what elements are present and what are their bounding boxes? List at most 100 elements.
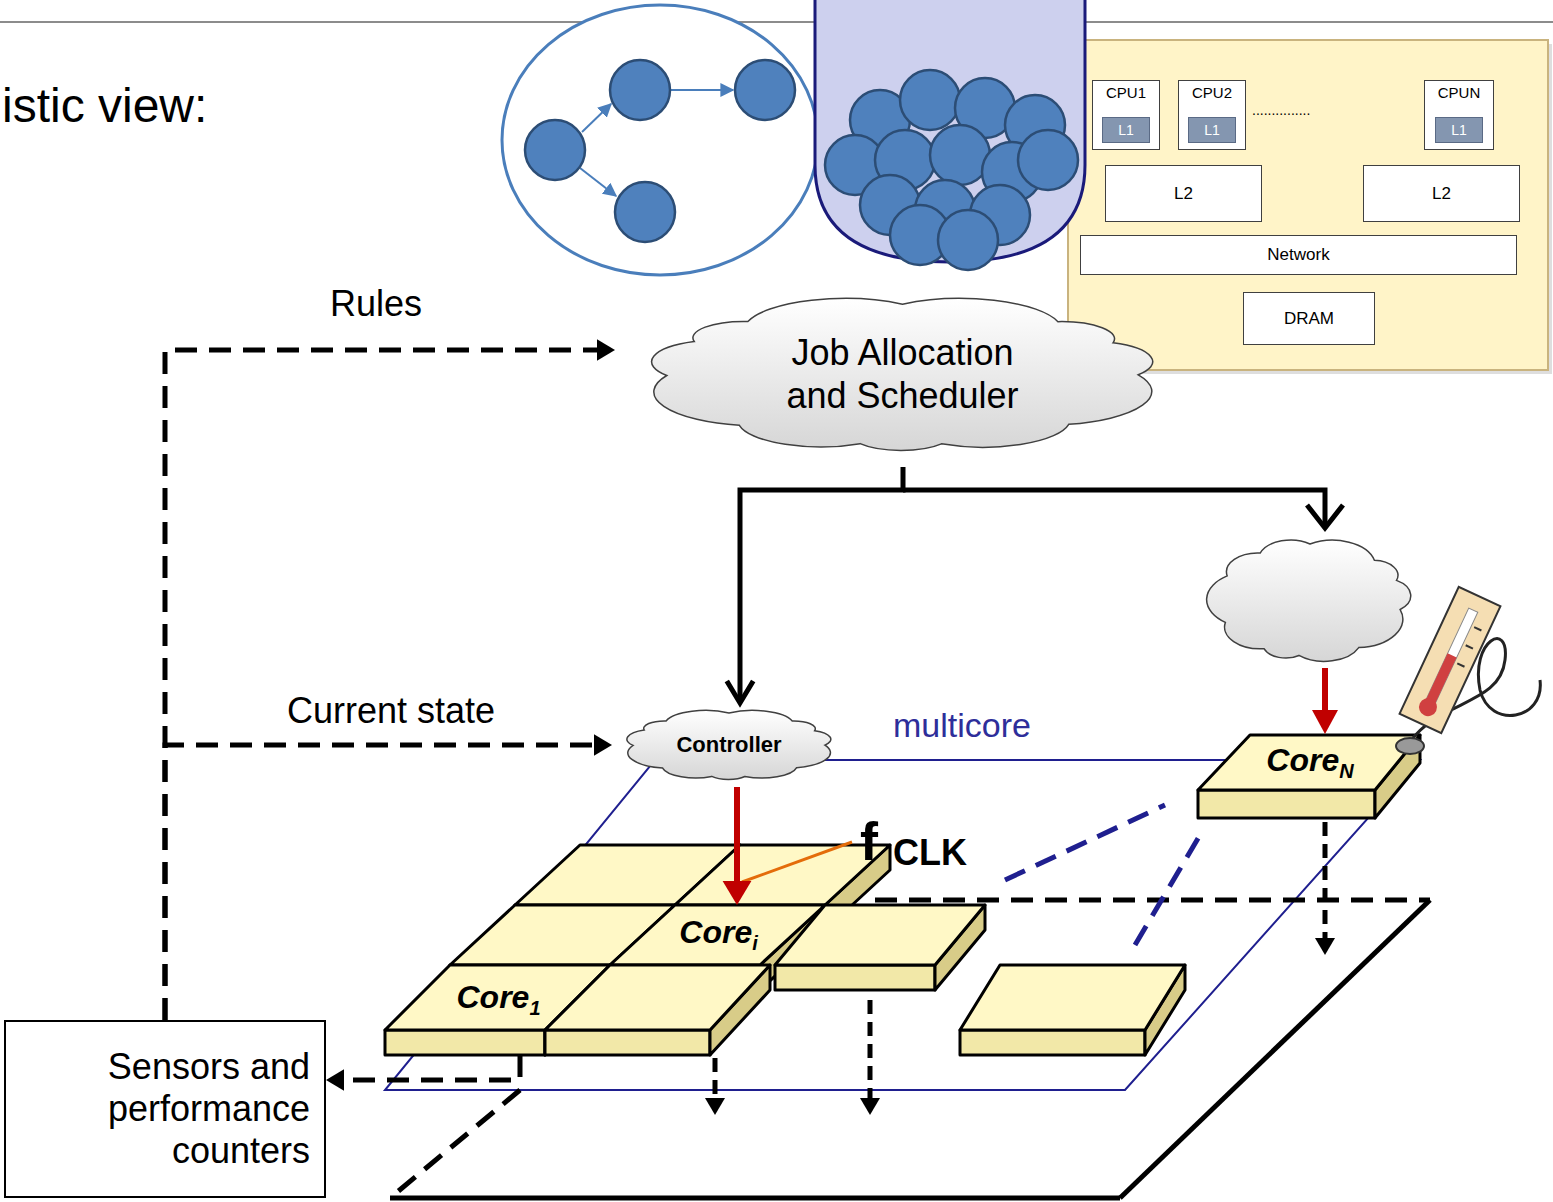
core-tile: Corei	[612, 905, 825, 965]
text-block: L2	[1174, 184, 1193, 204]
hardware-box: L1 CPU1	[1092, 80, 1160, 150]
plane-outlines-part	[1135, 835, 1200, 945]
node-text: L1	[1118, 122, 1134, 138]
text-block: Controller	[676, 732, 781, 758]
node-text: CPU1	[1106, 84, 1146, 102]
core-face	[775, 965, 935, 990]
connector-line	[344, 1055, 520, 1080]
hardware-box: L2	[1363, 165, 1520, 222]
arrow-head	[594, 734, 612, 756]
node-text: Controller	[676, 732, 781, 758]
node-text: L2	[1174, 184, 1193, 204]
task-graph-part	[671, 89, 733, 91]
connector-line	[165, 745, 594, 1020]
node-text: L1	[1451, 122, 1467, 138]
region-label: multicore	[893, 706, 1031, 745]
clock-leader	[742, 842, 852, 882]
connector-line	[165, 350, 597, 1020]
node-text: L2	[1432, 184, 1451, 204]
core-slab	[775, 905, 985, 990]
inset-panel	[1068, 40, 1552, 374]
scheduler-branch-part	[1307, 505, 1343, 528]
job-queue	[815, 0, 1085, 270]
edge-label: Rules	[330, 283, 422, 324]
signal-name: f	[860, 810, 878, 872]
task-graph-part	[735, 60, 795, 120]
scheduler-branch	[903, 490, 1343, 528]
thermometer-stethoscope-part-part	[1426, 653, 1457, 704]
text-block: Network	[1267, 245, 1329, 265]
thermometer-stethoscope-part-part	[1474, 627, 1481, 630]
text-block: L2	[1432, 184, 1451, 204]
inset-panel-part	[1068, 40, 1548, 370]
core-slabs	[385, 735, 1420, 1055]
text-block: Sensors and performance counters	[6, 1046, 324, 1172]
task-graph-part	[582, 104, 611, 132]
node-text: Core	[679, 914, 752, 950]
hardware-box: L2	[1105, 165, 1262, 222]
core-face	[545, 1030, 710, 1055]
down-arrows-part	[705, 1098, 725, 1115]
connector	[723, 787, 752, 905]
core-face	[775, 905, 985, 965]
node-text: CPU2	[1192, 84, 1232, 102]
cache-box: L1	[1188, 117, 1236, 143]
plane-outlines-part	[875, 898, 1430, 903]
core-face	[675, 845, 890, 905]
text-block: CPU1	[1106, 84, 1146, 102]
core-index: i	[752, 932, 758, 954]
thermometer-stethoscope-part	[1396, 738, 1424, 754]
core-face	[545, 965, 770, 1030]
core-control-arrow	[1312, 668, 1338, 734]
core-face	[1198, 790, 1375, 818]
thermometer-stethoscope-part-part	[1416, 695, 1440, 719]
hardware-box: L1 CPU2	[1178, 80, 1246, 150]
plane-outlines-part	[390, 1090, 520, 1198]
job-circle	[938, 210, 998, 270]
core-tile: Core1	[387, 965, 610, 1055]
text-block: DRAM	[1284, 309, 1334, 329]
down-arrows-part	[860, 1098, 880, 1115]
task-graph-part	[502, 5, 818, 275]
cloud-outline	[652, 298, 1153, 450]
core-face	[960, 965, 1185, 1030]
connector	[165, 339, 615, 1020]
node-text: DRAM	[1284, 309, 1334, 329]
thermometer-stethoscope-part-part	[1400, 587, 1501, 733]
node-text: L1	[1204, 122, 1220, 138]
core-face	[1198, 735, 1420, 790]
thermometer-stethoscope-part	[1400, 587, 1501, 733]
title-rule	[0, 21, 1553, 23]
text-block: Corei	[679, 914, 757, 955]
task-graph-part	[580, 168, 616, 196]
hardware-box: L1 CPUN	[1424, 80, 1494, 150]
text-block: L1	[1204, 122, 1220, 138]
core-control-arrow-part	[1322, 668, 1328, 712]
node-text: Core	[456, 979, 529, 1015]
connector	[165, 734, 612, 1020]
signal-subscript: CLK	[893, 832, 967, 873]
cache-box: L1	[1435, 117, 1483, 143]
text-block: Job Allocation and Scheduler	[768, 332, 1038, 416]
text-block: L1	[1451, 122, 1467, 138]
thermometer-stethoscope-part-part	[1457, 663, 1464, 666]
plane-outlines-part	[1005, 805, 1165, 880]
arrow-head	[727, 681, 753, 703]
job-circle	[1018, 130, 1078, 190]
hardware-box: DRAM	[1243, 292, 1375, 345]
edge-label: Current state	[287, 690, 495, 731]
text-block: CoreN	[1266, 742, 1353, 783]
sensor-box: Sensors and performance counters	[4, 1020, 326, 1198]
connector-line	[740, 467, 903, 703]
connector	[326, 1055, 520, 1091]
arrow-head	[723, 881, 752, 905]
cloud-node: Controller	[612, 703, 846, 787]
core-slab	[1198, 735, 1420, 818]
core-controller-cloud-part	[1207, 540, 1411, 661]
job-circle	[900, 70, 960, 130]
cache-box: L1	[1102, 117, 1150, 143]
node-text: CPUN	[1438, 84, 1481, 102]
node-text: Network	[1267, 245, 1329, 265]
connector-line	[734, 787, 740, 881]
scheduler-branch-part	[903, 490, 1325, 527]
